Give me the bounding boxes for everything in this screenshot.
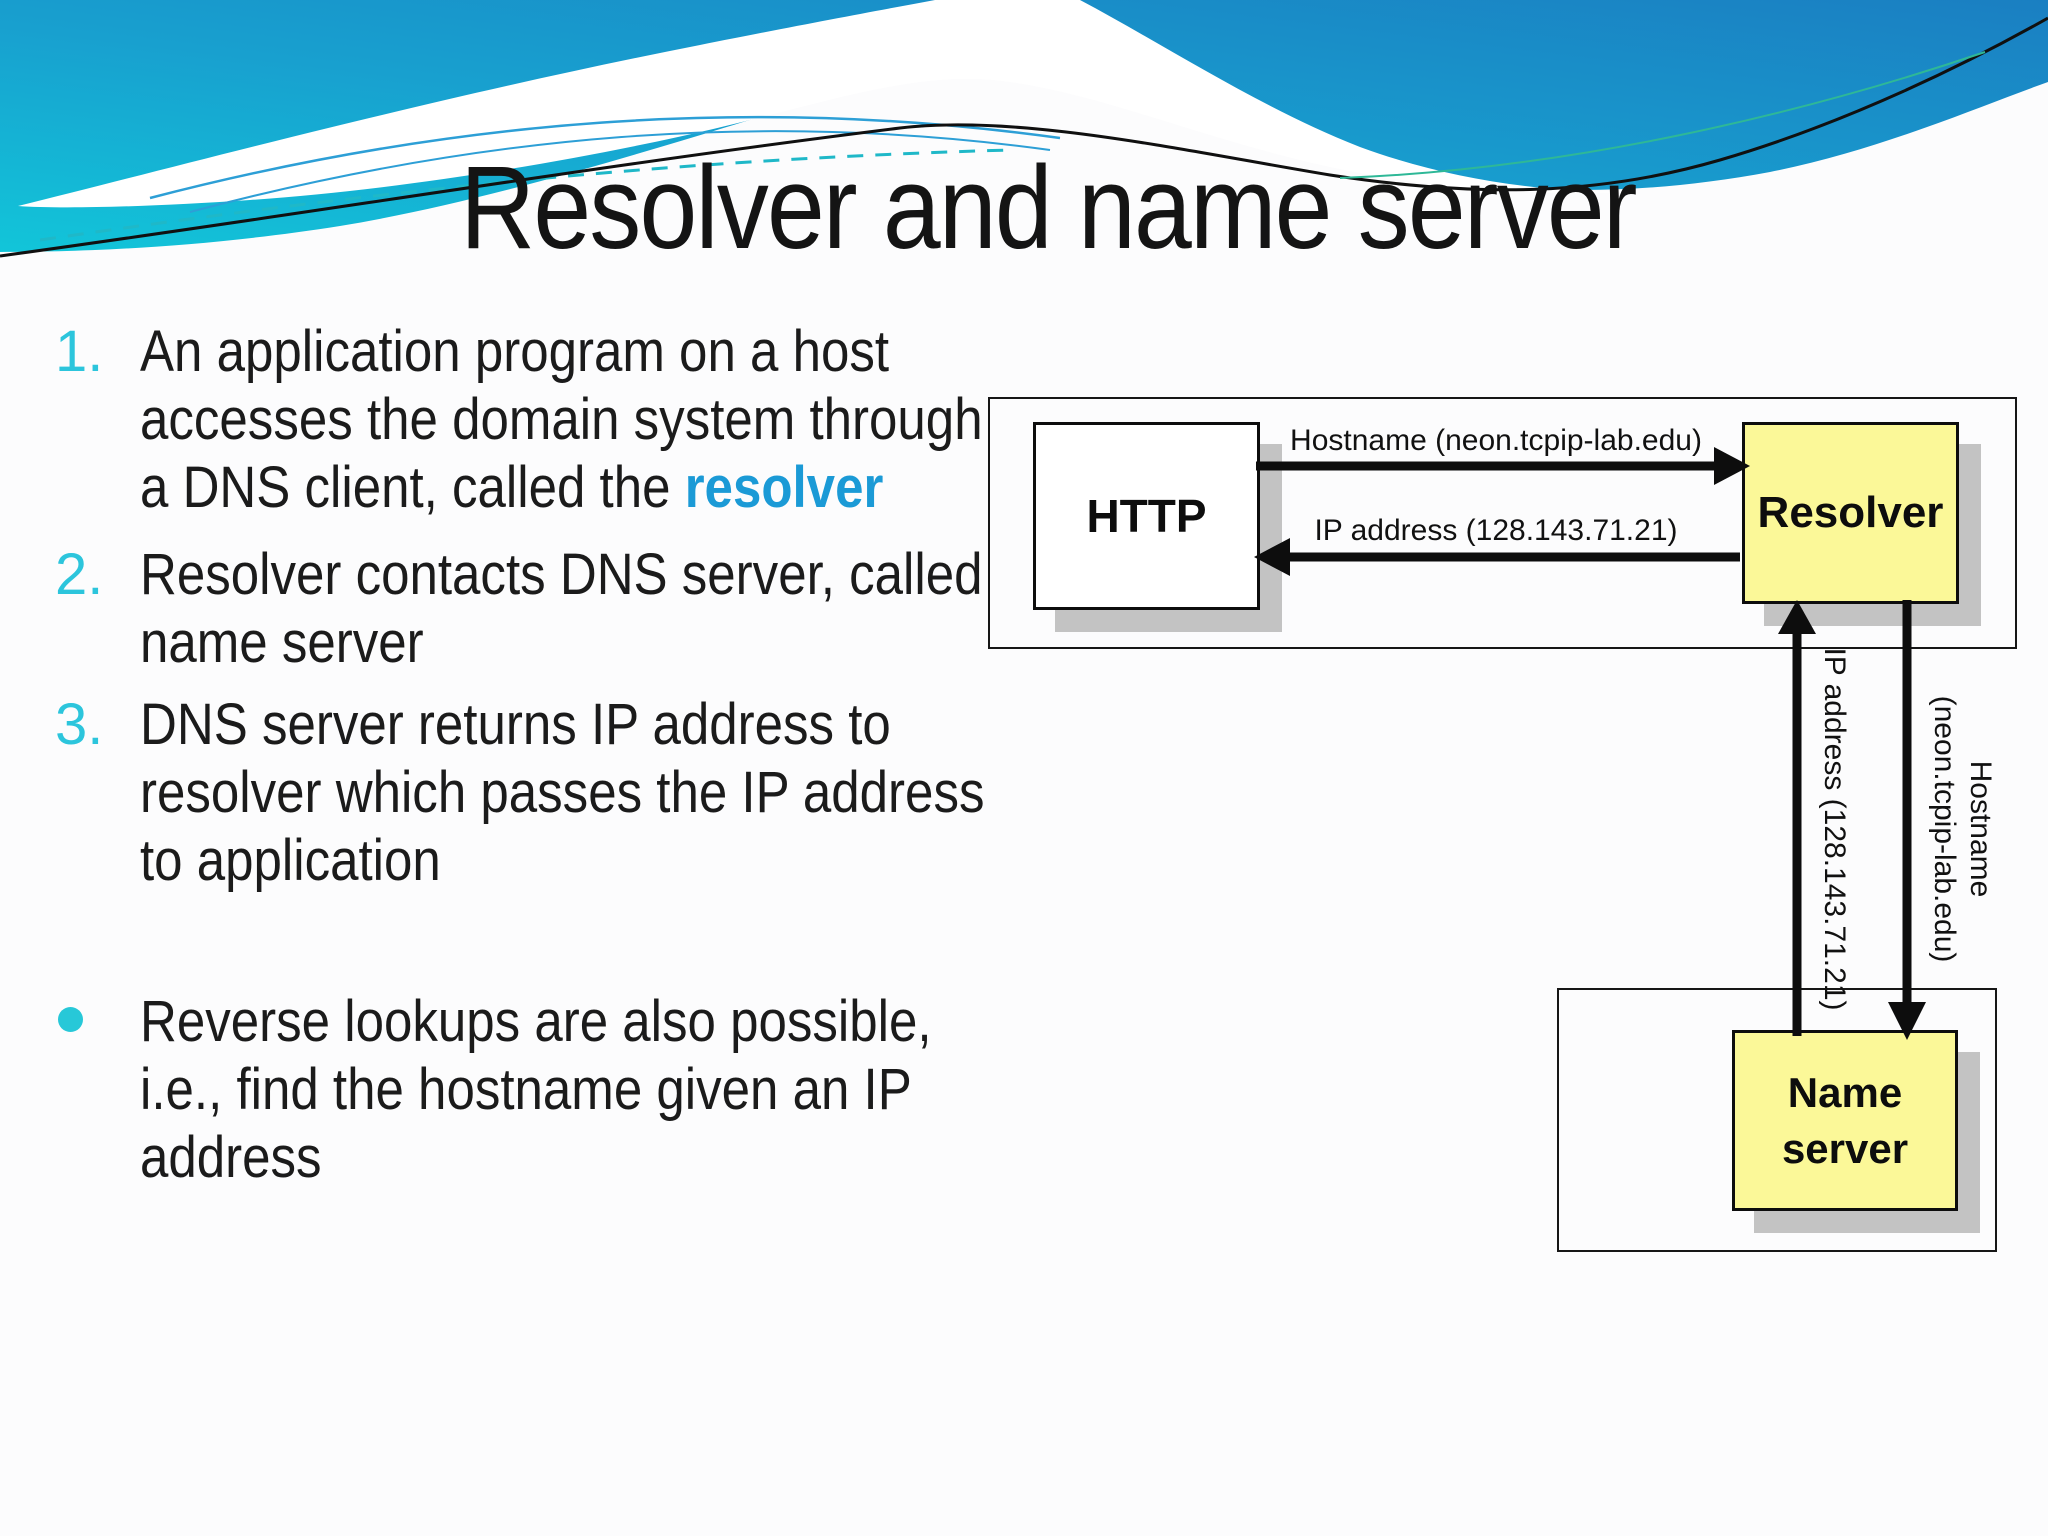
wave-accent-green-line	[1339, 51, 1986, 179]
ip-response-label: IP address (128.143.71.21)	[1314, 514, 1678, 547]
http-node: HTTP	[1033, 422, 1260, 610]
host-boundary-rect	[988, 397, 2017, 649]
list-item-1-highlight: resolver	[684, 455, 884, 520]
list-item-2: Resolver contacts DNS server, called nam…	[140, 542, 983, 675]
hostname-request-label: Hostname (neon.tcpip-lab.edu)	[1290, 424, 1702, 457]
arrow-hostname-down	[1888, 600, 1926, 1040]
wave-accent-blue-line-2	[189, 130, 1051, 213]
name-server-node: Name server	[1732, 1030, 1958, 1211]
hostname-vertical-label: Hostname (neon.tcpip-lab.edu)	[1928, 695, 1997, 963]
list-item-1: An application program on a host accesse…	[140, 318, 1002, 522]
http-node-label: HTTP	[1086, 490, 1207, 542]
ip-vertical-label: IP address (128.143.71.21)	[1818, 647, 1851, 1011]
wave-accent-teal-dashed-line	[39, 148, 1011, 242]
list-item-1-text: An application program on a host accesse…	[140, 319, 983, 520]
page-title-text: Resolver and name server	[460, 142, 1637, 274]
name-server-node-label: Name server	[1781, 1068, 1909, 1172]
list-marker-2: 2.	[55, 542, 104, 607]
wave-main-shape	[0, 0, 2048, 252]
arrow-ip-up	[1778, 600, 1816, 1036]
list-marker-1: 1.	[55, 319, 104, 384]
wave-white-swoosh	[18, 0, 1655, 208]
name-server-boundary-rect	[1557, 988, 1997, 1252]
page-title: Resolver and name server	[380, 148, 1637, 269]
bullet-marker-icon	[58, 1007, 83, 1032]
list-marker-3: 3.	[55, 692, 104, 757]
wave-accent-black-line	[0, 16, 2048, 258]
resolver-node-label: Resolver	[1757, 488, 1944, 537]
header-wave-graphic	[0, 0, 2048, 258]
list-item-4: Reverse lookups are also possible, i.e.,…	[140, 989, 932, 1190]
wave-accent-blue-line-1	[149, 115, 1061, 200]
list-item-3: DNS server returns IP address to resolve…	[140, 692, 985, 893]
resolver-node: Resolver	[1742, 422, 1959, 604]
